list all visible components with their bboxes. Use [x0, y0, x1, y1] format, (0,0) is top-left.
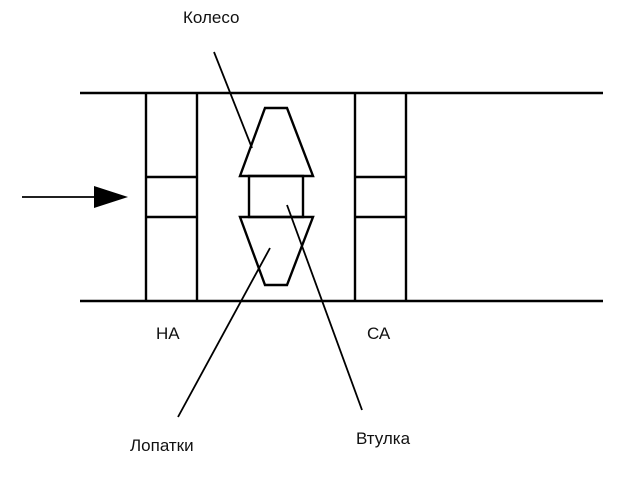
label-hub: Втулка [356, 429, 411, 448]
label-stator-vane: СА [367, 324, 391, 343]
hub [247, 174, 305, 219]
impeller-wheel [238, 106, 315, 287]
lower-blade [238, 215, 315, 287]
guide-vane-ha [144, 93, 199, 301]
label-guide-vane: НА [156, 324, 180, 343]
stator-vane-sa [353, 93, 408, 301]
label-wheel: Колесо [183, 8, 240, 27]
leader-line-wheel [213, 51, 253, 149]
leader-line-hub [286, 204, 363, 411]
upper-blade [238, 106, 315, 178]
leader-line-blades [177, 247, 271, 418]
flow-arrow [22, 186, 128, 208]
label-blades: Лопатки [130, 436, 194, 455]
